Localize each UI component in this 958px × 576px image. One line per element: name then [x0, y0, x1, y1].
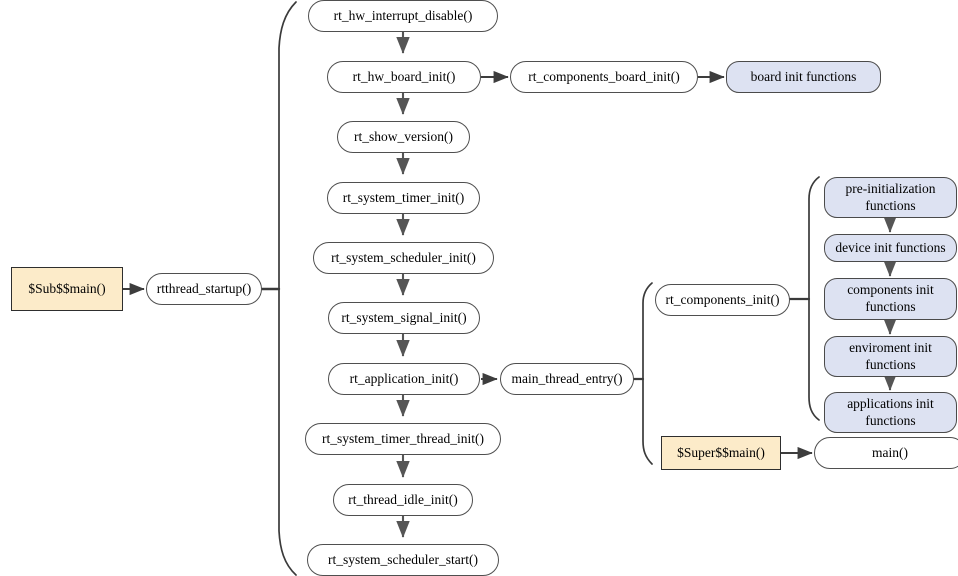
- node-label: rt_application_init(): [349, 371, 459, 387]
- node-rt-system-timer-thread-init[interactable]: rt_system_timer_thread_init(): [305, 423, 501, 455]
- node-main-thread-entry[interactable]: main_thread_entry(): [500, 363, 634, 395]
- node-label: rt_components_init(): [665, 292, 780, 308]
- node-label: rt_system_signal_init(): [341, 310, 467, 326]
- node-label: rt_components_board_init(): [528, 69, 680, 85]
- node-rtthread-startup-label: rtthread_startup(): [156, 281, 252, 297]
- node-rt-system-signal-init[interactable]: rt_system_signal_init(): [328, 302, 480, 334]
- node-rt-components-board-init[interactable]: rt_components_board_init(): [510, 61, 698, 93]
- node-components-init-functions[interactable]: components init functions: [824, 278, 957, 320]
- node-applications-init-functions[interactable]: applications init functions: [824, 392, 957, 433]
- node-label: main(): [872, 445, 908, 461]
- node-rt-application-init[interactable]: rt_application_init(): [328, 363, 480, 395]
- node-label: main_thread_entry(): [511, 371, 623, 387]
- node-label: rt_hw_board_init(): [352, 69, 456, 85]
- node-pre-initialization-functions[interactable]: pre-initialization functions: [824, 177, 957, 218]
- node-super-main[interactable]: $Super$$main(): [661, 436, 781, 470]
- node-sub-main-label: $Sub$$main(): [28, 281, 106, 297]
- node-rtthread-startup[interactable]: rtthread_startup(): [146, 273, 262, 305]
- node-device-init-functions[interactable]: device init functions: [824, 234, 957, 262]
- node-label: board init functions: [750, 69, 857, 85]
- node-label: rt_system_timer_thread_init(): [322, 431, 484, 447]
- node-label: rt_system_timer_init(): [342, 190, 465, 206]
- node-label: enviroment init functions: [849, 339, 932, 372]
- node-rt-hw-interrupt-disable[interactable]: rt_hw_interrupt_disable(): [308, 0, 498, 32]
- node-label: rt_thread_idle_init(): [348, 492, 458, 508]
- node-label: components init functions: [847, 282, 934, 314]
- node-label: applications init functions: [847, 395, 934, 428]
- node-rt-system-scheduler-init[interactable]: rt_system_scheduler_init(): [313, 242, 494, 274]
- node-label: pre-initialization functions: [845, 180, 936, 213]
- node-main[interactable]: main(): [814, 437, 958, 469]
- node-label: rt_show_version(): [354, 129, 453, 145]
- node-sub-main[interactable]: $Sub$$main(): [11, 267, 123, 311]
- node-enviroment-init-functions[interactable]: enviroment init functions: [824, 336, 957, 377]
- node-rt-thread-idle-init[interactable]: rt_thread_idle_init(): [333, 484, 473, 516]
- node-rt-components-init[interactable]: rt_components_init(): [655, 284, 790, 316]
- node-label: $Super$$main(): [677, 445, 765, 461]
- node-rt-system-timer-init[interactable]: rt_system_timer_init(): [327, 182, 480, 214]
- node-label: rt_system_scheduler_init(): [331, 250, 476, 266]
- node-label: rt_hw_interrupt_disable(): [333, 8, 473, 24]
- node-rt-show-version[interactable]: rt_show_version(): [337, 121, 470, 153]
- node-label: device init functions: [835, 240, 946, 256]
- node-label: rt_system_scheduler_start(): [328, 552, 478, 568]
- node-board-init-functions[interactable]: board init functions: [726, 61, 881, 93]
- node-rt-system-scheduler-start[interactable]: rt_system_scheduler_start(): [307, 544, 499, 576]
- node-rt-hw-board-init[interactable]: rt_hw_board_init(): [327, 61, 481, 93]
